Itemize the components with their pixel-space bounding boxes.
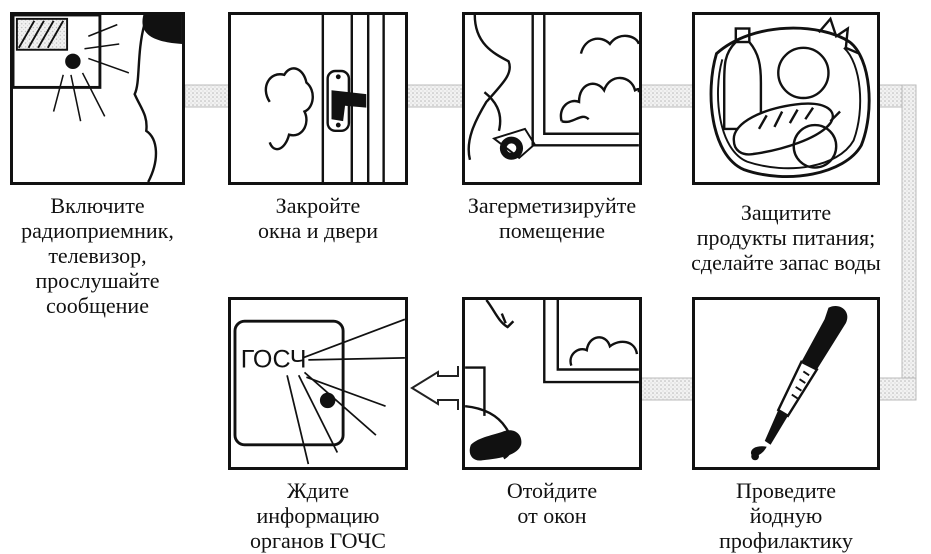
caption-step-7: Ждите информацию органов ГОЧС bbox=[218, 478, 418, 553]
protect-food-illustration bbox=[695, 15, 877, 182]
caption-step-6: Отойдите от окон bbox=[452, 478, 652, 528]
panel-listen-broadcast bbox=[10, 12, 185, 185]
caption-step-1: Включите радиоприемник, телевизор, просл… bbox=[0, 193, 195, 318]
tv-screen-label: ГОСЧ bbox=[241, 346, 307, 374]
close-windows-illustration bbox=[231, 15, 405, 182]
wait-info-illustration: ГОСЧ bbox=[231, 300, 405, 467]
panel-protect-food bbox=[692, 12, 880, 185]
caption-step-2: Закройте окна и двери bbox=[218, 193, 418, 243]
move-away-illustration bbox=[465, 300, 639, 467]
caption-step-3: Загерметизируйте помещение bbox=[447, 193, 657, 243]
panel-iodine bbox=[692, 297, 880, 470]
seal-room-illustration bbox=[465, 15, 639, 182]
panel-seal-room bbox=[462, 12, 642, 185]
panel-close-windows bbox=[228, 12, 408, 185]
panel-wait-info: ГОСЧ bbox=[228, 297, 408, 470]
listen-broadcast-illustration bbox=[13, 15, 182, 182]
iodine-dropper-illustration bbox=[695, 300, 877, 467]
left-arrow bbox=[412, 366, 458, 410]
panel-move-away bbox=[462, 297, 642, 470]
caption-step-5: Проведите йодную профилактику bbox=[680, 478, 892, 553]
right-flow-band bbox=[902, 85, 916, 400]
caption-step-4: Защитите продукты питания; сделайте запа… bbox=[675, 200, 897, 275]
